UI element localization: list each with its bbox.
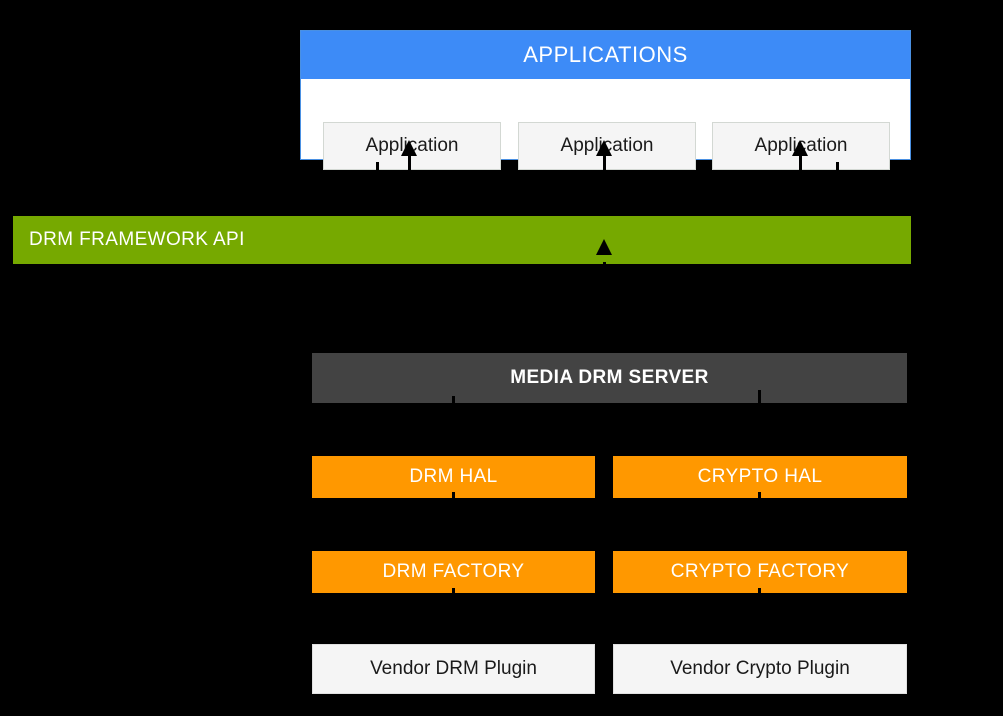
vendor-drm-plugin-box: Vendor DRM Plugin <box>312 644 595 694</box>
drm-factory-label: DRM FACTORY <box>382 560 525 582</box>
arrowhead-up-framework-server <box>596 239 612 255</box>
connector-application-1-to-framework <box>376 162 379 220</box>
crypto-hal-box: CRYPTO HAL <box>613 456 907 498</box>
crypto-factory-label: CRYPTO FACTORY <box>670 560 850 582</box>
connector-application-2-to-framework <box>603 162 606 220</box>
connector-framework-to-application-3 <box>799 145 802 215</box>
connector-crypto-hal-to-crypto-factory <box>758 492 761 554</box>
connector-application-3-to-framework <box>836 162 839 220</box>
drm-hal-label: DRM HAL <box>409 465 498 487</box>
vendor-drm-plugin-label: Vendor DRM Plugin <box>370 657 537 679</box>
arrowhead-up-application-1 <box>401 140 417 156</box>
vendor-crypto-plugin-label: Vendor Crypto Plugin <box>670 657 850 679</box>
drm-factory-box: DRM FACTORY <box>312 551 595 593</box>
arrowhead-up-application-3 <box>792 140 808 156</box>
connector-framework-to-application-1 <box>408 145 411 215</box>
connector-server-to-crypto-hal <box>758 390 761 458</box>
arrowhead-up-application-2 <box>596 140 612 156</box>
applications-header-label: APPLICATIONS <box>301 31 910 79</box>
crypto-factory-box: CRYPTO FACTORY <box>613 551 907 593</box>
crypto-hal-label: CRYPTO HAL <box>697 465 823 487</box>
media-drm-server-label: MEDIA DRM SERVER <box>510 366 709 388</box>
applications-panel: APPLICATIONS Application Application App… <box>300 30 911 170</box>
connector-drm-hal-to-drm-factory <box>452 492 455 554</box>
drm-framework-api-bar: DRM FRAMEWORK API <box>13 216 911 264</box>
application-box-2[interactable]: Application <box>518 122 696 170</box>
drm-hal-box: DRM HAL <box>312 456 595 498</box>
drm-framework-api-label: DRM FRAMEWORK API <box>29 228 245 250</box>
connector-server-to-drm-hal <box>452 396 455 458</box>
connector-server-to-framework <box>603 262 606 357</box>
media-drm-server-bar: MEDIA DRM SERVER <box>312 353 907 403</box>
vendor-crypto-plugin-box: Vendor Crypto Plugin <box>613 644 907 694</box>
connector-drm-factory-to-vendor-drm-plugin <box>452 588 455 646</box>
connector-crypto-factory-to-vendor-crypto-plugin <box>758 588 761 646</box>
